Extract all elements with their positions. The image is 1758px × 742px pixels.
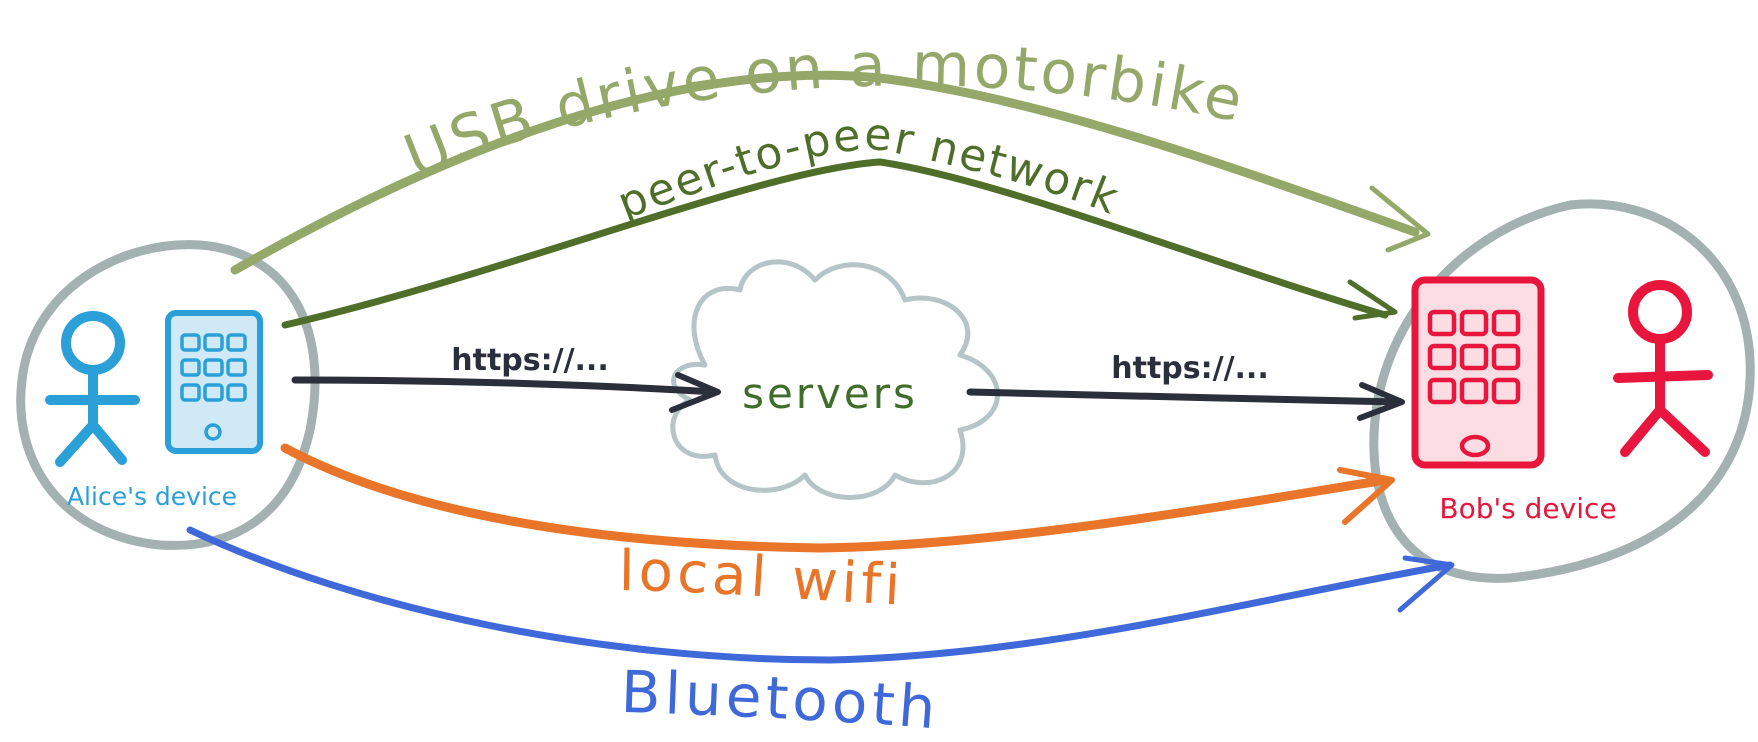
p2p-route-label: peer-to-peer network <box>611 109 1127 230</box>
bob-tablet-icon <box>1411 276 1545 469</box>
cloud-icon <box>670 259 1000 500</box>
bluetooth-route-label: Bluetooth <box>620 658 942 742</box>
arrowhead-icon <box>669 372 721 413</box>
route-https-left: https://... <box>291 343 721 413</box>
arrowhead-icon <box>1347 279 1398 321</box>
bob-device-label: Bob's device <box>1439 492 1616 525</box>
arrowhead-icon <box>1357 382 1405 421</box>
arrowhead-icon <box>1397 555 1455 613</box>
route-p2p: peer-to-peer network <box>281 109 1398 329</box>
alice-device-label: Alice's device <box>67 482 237 511</box>
alice-device-circle <box>16 240 320 550</box>
bob-person-icon <box>1613 280 1713 457</box>
route-wifi: local wifi <box>280 443 1395 619</box>
https-right-label: https://... <box>1111 351 1268 386</box>
alice-person-icon <box>45 311 140 467</box>
arrowhead-icon <box>1369 185 1431 253</box>
servers-cloud: servers <box>670 259 1000 500</box>
arrowhead-icon <box>1337 467 1395 525</box>
https-left-label: https://... <box>451 343 608 378</box>
route-https-right: https://... <box>966 351 1405 421</box>
servers-label: servers <box>742 369 918 418</box>
alice-tablet-icon <box>165 310 263 454</box>
